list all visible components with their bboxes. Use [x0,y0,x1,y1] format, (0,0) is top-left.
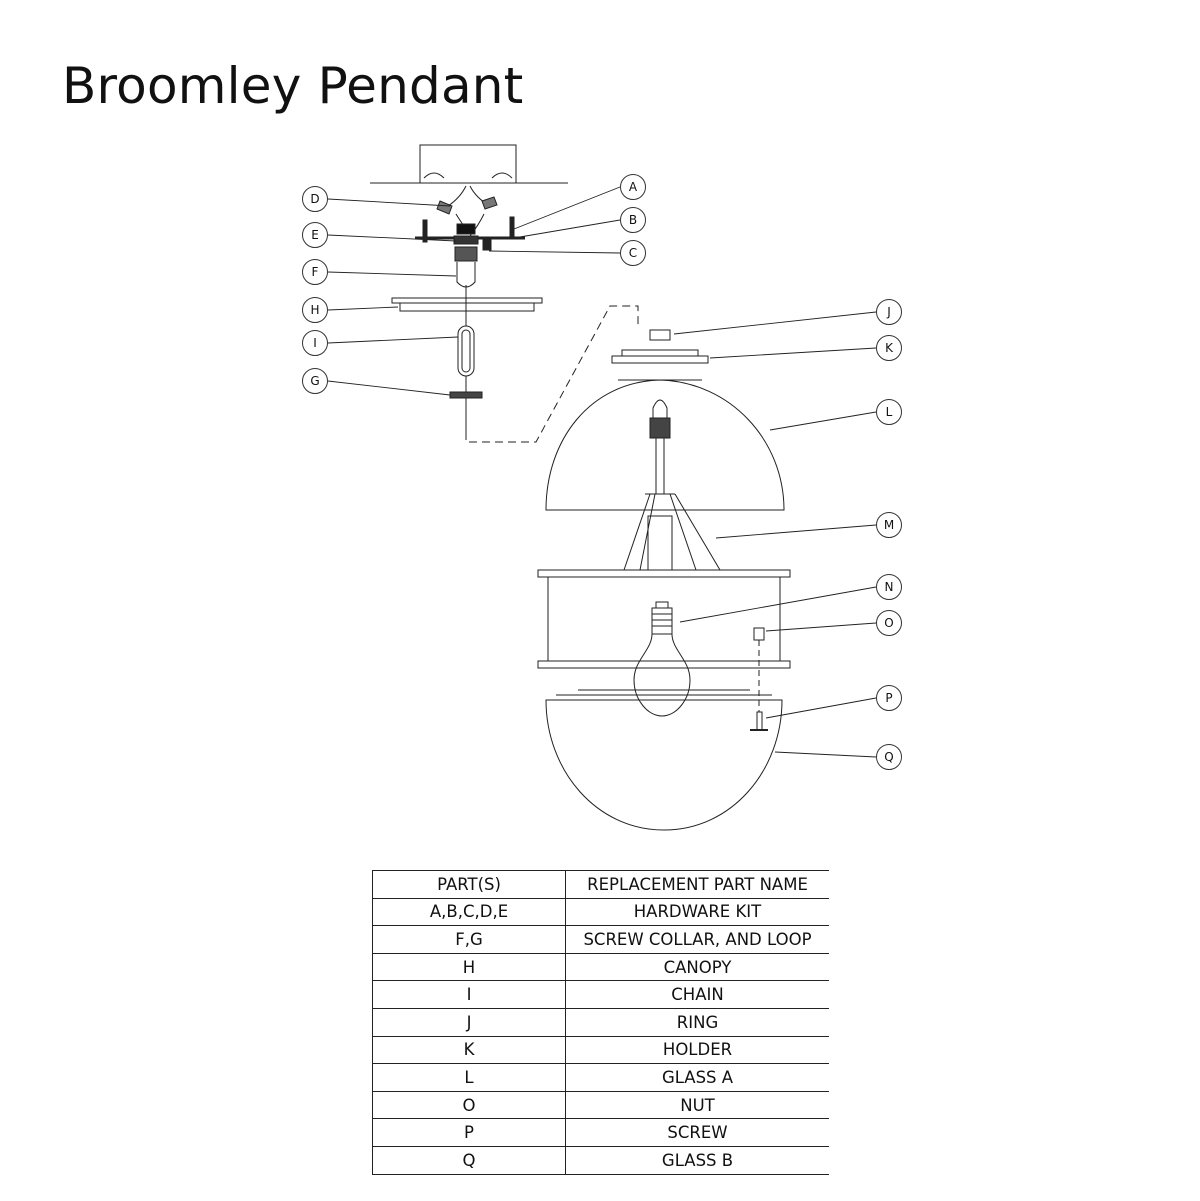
chain [449,285,483,432]
callout-circle-q [876,744,902,770]
glass-b [545,689,783,831]
callout-circle-d [302,186,328,212]
callout-circle-a [620,174,646,200]
screw-collar-loop [454,246,478,288]
cell-part-name: GLASS A [565,1063,829,1092]
cell-part-name: GLASS B [565,1145,829,1175]
callout-circle-b [620,207,646,233]
callout-circle-c [620,240,646,266]
cell-parts: A,B,C,D,E [372,897,566,927]
mounting-bracket [415,216,525,251]
cell-parts: L [372,1063,566,1092]
cell-parts: J [372,1007,566,1037]
callout-circle-k [876,335,902,361]
callout-i: I [313,336,317,350]
dashed-connector [465,305,639,443]
callout-letters: A B C D E F G H I J K L M N O P Q [310,180,894,764]
cell-parts: F,G [372,925,566,954]
callout-c: C [629,246,637,260]
callout-circle-e [302,222,328,248]
callout-g: G [310,374,319,388]
cell-part-name: NUT [565,1090,829,1120]
bulb [633,601,691,717]
callout-circle-j [876,299,902,325]
holder [611,349,709,364]
callout-n: N [885,580,894,594]
callout-circle-f [302,259,328,285]
callout-f: F [312,265,319,279]
socket-frame [623,399,721,571]
callout-circle-p [876,685,902,711]
cell-part-name: SCREW [565,1118,829,1147]
callout-p: P [885,691,892,705]
callout-circle-i [302,330,328,356]
header-part-name: REPLACEMENT PART NAME [565,870,829,899]
callout-j: J [886,305,891,319]
callout-circle-o [876,610,902,636]
page-title: Broomley Pendant [62,57,524,115]
cell-part-name: CHAIN [565,980,829,1009]
cell-parts: P [372,1118,566,1147]
callout-circle-m [876,512,902,538]
ring [649,329,671,341]
callout-circle-l [876,399,902,425]
callout-e: E [311,228,319,242]
exploded-parts-diagram: A B C D E F G H I J K L M N O P Q [302,144,902,831]
cell-parts: Q [372,1145,566,1175]
cell-parts: O [372,1090,566,1120]
cell-parts: H [372,952,566,982]
callout-k: K [885,341,894,355]
callout-h: H [310,303,319,317]
cell-part-name: HARDWARE KIT [565,897,829,927]
cell-part-name: RING [565,1007,829,1037]
table-header-row: PART(S) REPLACEMENT PART NAME [372,870,829,899]
callout-circle-h [302,297,328,323]
junction-box [370,144,568,184]
callout-circles [302,174,902,770]
callout-circle-g [302,368,328,394]
cell-part-name: SCREW COLLAR, AND LOOP [565,925,829,954]
callout-q: Q [884,750,893,764]
glass-a [545,379,785,511]
canopy [391,297,543,312]
cell-part-name: CANOPY [565,952,829,982]
callout-b: B [629,213,637,227]
callout-o: O [884,616,893,630]
callout-l: L [886,405,893,419]
cell-part-name: HOLDER [565,1035,829,1065]
cell-parts: I [372,980,566,1009]
leader-lines [327,186,877,758]
callout-m: M [884,518,894,532]
nut-screw [750,627,768,731]
cell-parts: K [372,1035,566,1065]
callout-d: D [310,192,319,206]
header-parts: PART(S) [372,870,566,899]
callout-circle-n [876,574,902,600]
callout-a: A [629,180,638,194]
cylinder-band [537,569,791,669]
